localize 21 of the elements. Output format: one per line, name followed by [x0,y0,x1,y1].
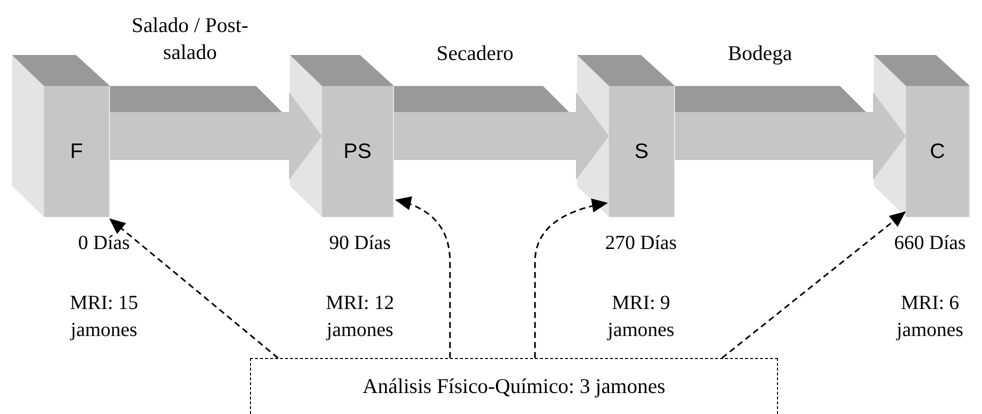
stage-block [322,86,394,217]
edge-label: Secadero [436,40,514,67]
edge-label: Salado / Post-salado [130,12,250,66]
stage-block [44,86,110,217]
stage-letter: S [634,138,648,165]
duration-label: 0 Días [77,231,131,256]
stage-letter: F [70,138,83,165]
sample-count-label: MRI: 12 jamones [324,291,396,343]
sample-count-label: MRI: 6 jamones [895,291,964,343]
box-text: Análisis Físico-Químico: 3 jamones [362,373,666,399]
stage-block [609,86,675,217]
edge-label: Bodega [726,40,794,67]
dashed-box [250,358,778,414]
stage-letter: PS [343,138,372,165]
sample-count-label: MRI: 15 jamones [68,291,140,343]
duration-label: 90 Días [328,231,392,256]
stage-letter: C [930,138,946,165]
sample-count-label: MRI: 9 jamones [606,291,676,343]
stage-block [906,86,970,217]
duration-label: 660 Días [893,231,967,256]
duration-label: 270 Días [604,231,678,256]
